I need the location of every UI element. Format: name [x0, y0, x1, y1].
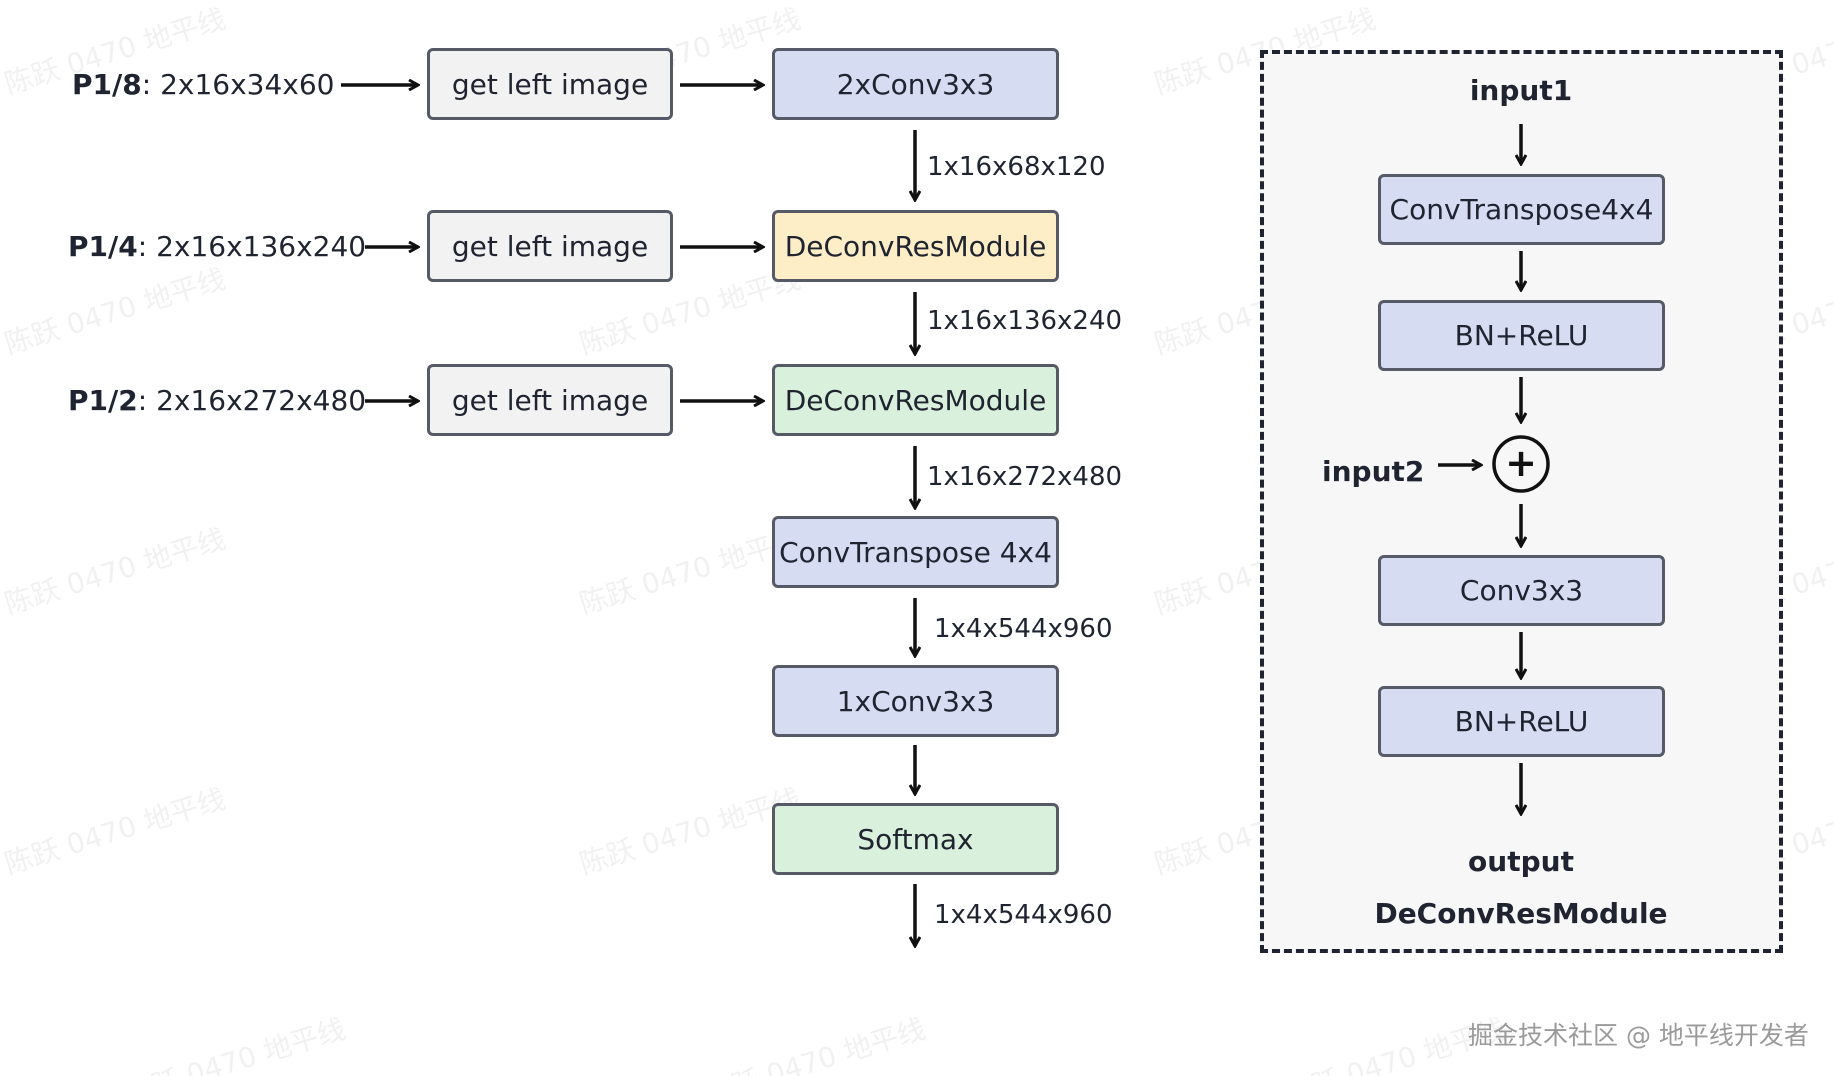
panel-bnrelu-block-1: BN+ReLU	[1378, 300, 1665, 371]
add-node-plus: +	[1505, 441, 1537, 485]
get-left-image-box-3: get left image	[427, 364, 673, 436]
deconvresmodule-block-2: DeConvResModule	[772, 364, 1059, 436]
input-p2-label: P1/2: 2x16x272x480	[68, 384, 367, 417]
input-p8-shape: 2x16x34x60	[160, 68, 335, 101]
shape-label-4: 1x4x544x960	[934, 614, 1113, 644]
shape-label-1: 1x16x68x120	[927, 152, 1106, 182]
input-p4-label: P1/4: 2x16x136x240	[68, 230, 367, 263]
shape-label-5: 1x4x544x960	[934, 900, 1113, 930]
input-p2-name: P1/2	[68, 384, 138, 417]
panel-input1-label: input1	[1469, 74, 1573, 107]
input-p4-shape: 2x16x136x240	[156, 230, 367, 263]
input-p8-name: P1/8	[72, 68, 142, 101]
get-left-image-box-1: get left image	[427, 48, 673, 120]
panel-convtranspose-block: ConvTranspose4x4	[1378, 174, 1665, 245]
panel-bnrelu-block-2: BN+ReLU	[1378, 686, 1665, 757]
conv1x-block: 1xConv3x3	[772, 665, 1059, 737]
input-p4-name: P1/4	[68, 230, 138, 263]
add-node-circle	[1492, 435, 1550, 493]
footer-credit: 掘金技术社区 @ 地平线开发者	[1468, 1021, 1809, 1050]
input-p2-shape: 2x16x272x480	[156, 384, 367, 417]
convtranspose-block: ConvTranspose 4x4	[772, 516, 1059, 588]
softmax-block: Softmax	[772, 803, 1059, 875]
deconvresmodule-block-1: DeConvResModule	[772, 210, 1059, 282]
panel-output-label: output	[1468, 845, 1574, 878]
panel-title: DeConvResModule	[1374, 897, 1668, 930]
get-left-image-box-2: get left image	[427, 210, 673, 282]
panel-conv-block: Conv3x3	[1378, 555, 1665, 626]
panel-input2-label: input2	[1322, 455, 1425, 488]
shape-label-2: 1x16x136x240	[927, 306, 1123, 336]
input-p8-label: P1/8: 2x16x34x60	[72, 68, 335, 101]
conv2x-block: 2xConv3x3	[772, 48, 1059, 120]
shape-label-3: 1x16x272x480	[927, 462, 1123, 492]
